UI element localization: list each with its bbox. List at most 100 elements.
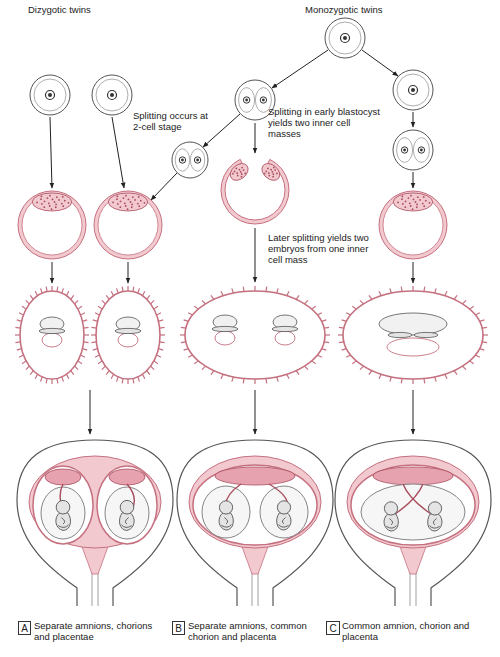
illustration-part [127, 208, 129, 210]
illustration-part [49, 195, 51, 197]
illustration-part [401, 198, 403, 200]
panel-caption: Separate amnions, common chorion and pla… [188, 620, 318, 642]
amnion [379, 313, 447, 335]
illustration-part [119, 206, 121, 208]
chorionic-sac [338, 286, 488, 384]
umbilical-cord [403, 484, 431, 514]
illustration-part [140, 200, 142, 202]
stage-arrow [255, 123, 256, 153]
illustration-part [108, 193, 147, 211]
illustration-part [397, 138, 413, 163]
uterus [17, 440, 173, 606]
illustration-part [221, 159, 289, 224]
illustration-part [62, 196, 64, 198]
fetus [428, 502, 442, 531]
fetus [56, 500, 71, 530]
illustration-part [234, 171, 236, 173]
illustration-part [94, 191, 162, 259]
illustration-part [96, 291, 160, 379]
embryonic-disc [272, 315, 298, 345]
fetus [120, 500, 135, 530]
illustration-part [120, 513, 135, 531]
illustration-part [68, 202, 70, 204]
illustration-part [393, 130, 433, 170]
chorionic-sac [91, 286, 165, 384]
illustration-part [416, 206, 418, 208]
illustration-part [221, 525, 231, 528]
illustration-part [36, 201, 38, 203]
stage-arrow [52, 262, 53, 283]
illustration-part [276, 172, 278, 174]
uterus [177, 440, 333, 606]
illustration-part [43, 206, 45, 208]
illustration-part [52, 199, 54, 201]
illustration-part [262, 99, 265, 102]
illustration-part [393, 193, 432, 211]
illustration-part [429, 202, 431, 204]
umbilical-cord [395, 484, 423, 514]
illustration-part [428, 514, 442, 531]
illustration-part [92, 75, 132, 115]
illustration-part [42, 333, 62, 347]
zygote [92, 75, 132, 115]
illustration-part [181, 159, 184, 162]
illustration-part [410, 205, 412, 207]
illustration-part [120, 500, 134, 514]
two-cell-embryo [172, 142, 208, 178]
illustration-part [172, 142, 208, 178]
panel-letter: C [329, 623, 336, 634]
embryonic-disc [414, 332, 438, 337]
illustration-part [219, 513, 233, 530]
chorion [97, 466, 157, 544]
illustration-part [235, 167, 237, 169]
illustration-part [237, 175, 239, 177]
placenta [215, 467, 295, 485]
illustration-part [413, 199, 415, 201]
illustration-part [49, 205, 51, 207]
stage-arrow [151, 173, 177, 200]
illustration-part [224, 518, 227, 524]
illustration-part [240, 171, 242, 173]
illustration-part [423, 196, 425, 198]
illustration-part [415, 201, 417, 203]
illustration-part [244, 172, 246, 174]
illustration-part [232, 173, 234, 175]
illustration-part [267, 167, 269, 169]
illustration-part [189, 456, 321, 548]
illustration-part [194, 157, 200, 163]
illustration-part [131, 204, 133, 206]
illustration-part [384, 514, 398, 531]
illustration-part [96, 79, 128, 111]
illustration-part [46, 91, 55, 100]
blastocyst [94, 191, 162, 259]
illustration-part [241, 173, 243, 175]
illustration-part [409, 86, 418, 95]
panel-letter-box: A [18, 621, 31, 635]
illustration-part [412, 208, 414, 210]
illustration-part [54, 201, 56, 203]
illustration-part [58, 525, 68, 528]
stage-arrow [90, 390, 91, 434]
illustration-part [131, 206, 133, 208]
illustration-part [124, 202, 126, 204]
illustration-part [389, 519, 392, 525]
illustration-part [64, 200, 66, 202]
illustration-part [123, 197, 125, 199]
illustration-part [30, 75, 70, 115]
illustration-part [408, 197, 410, 199]
illustration-part [282, 518, 285, 524]
illustration-part [110, 93, 114, 97]
illustration-part [277, 513, 291, 530]
illustration-part [329, 22, 361, 54]
illustration-part [117, 203, 119, 205]
illustration-part [115, 328, 141, 333]
embryonic-disc [388, 332, 412, 337]
illustration-part [343, 291, 483, 379]
illustration-part [243, 169, 245, 171]
embryonic-disc [115, 317, 141, 347]
illustration-part [212, 326, 238, 331]
illustration-part [32, 193, 71, 211]
illustration-part [239, 88, 255, 113]
chorionic-sac [180, 286, 330, 384]
embryonic-disc [39, 317, 65, 347]
